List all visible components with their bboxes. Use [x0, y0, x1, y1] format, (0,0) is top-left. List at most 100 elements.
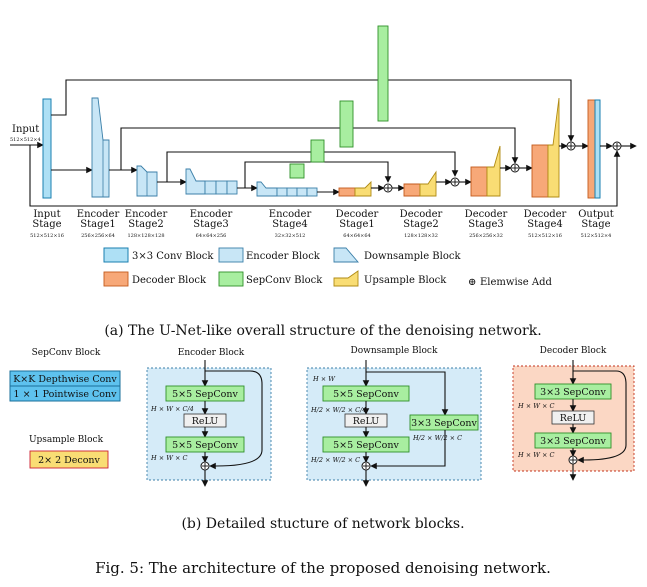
svg-text:H × W: H × W	[312, 375, 336, 383]
legend-downsample-swatch	[333, 247, 359, 263]
legend-decoder-label: Decoder Block	[132, 275, 207, 286]
svg-text:H/2 × W/2 × C: H/2 × W/2 × C	[412, 434, 462, 442]
legend-downsample-label: Downsample Block	[364, 251, 461, 262]
encoder-stage3-block	[185, 168, 206, 195]
legend-upsample-label: Upsample Block	[364, 275, 447, 286]
svg-text:Stage1: Stage1	[339, 219, 375, 230]
svg-text:Stage: Stage	[32, 219, 61, 230]
svg-text:32×32×512: 32×32×512	[275, 233, 306, 239]
encoder-stage1-block	[91, 97, 110, 198]
svg-text:Stage3: Stage3	[468, 219, 504, 230]
svg-text:256×256×32: 256×256×32	[469, 233, 503, 239]
svg-text:Encoder: Encoder	[190, 209, 233, 220]
decoder-stage3-block	[470, 166, 488, 197]
svg-text:64×64×64: 64×64×64	[343, 233, 370, 239]
input-dim: 512×512×4	[10, 137, 41, 143]
sepconv-skip-block-1	[377, 25, 389, 122]
svg-text:5×5 SepConv: 5×5 SepConv	[333, 389, 399, 400]
svg-text:Encoder: Encoder	[269, 209, 312, 220]
legend-add-icon: ⊕	[468, 277, 476, 288]
sepconv-skip-block-4	[289, 163, 305, 179]
sepconv-depthwise-label: K×K Depthwise Conv	[13, 374, 117, 385]
skip-connection-2	[120, 127, 519, 170]
upsample-block-1	[354, 180, 372, 197]
legend-add-label: Elemwise Add	[480, 277, 553, 288]
svg-text:Stage4: Stage4	[527, 219, 563, 230]
svg-text:H × W × C: H × W × C	[517, 402, 555, 410]
upsample-block-4	[547, 97, 560, 198]
svg-text:Decoder: Decoder	[336, 209, 379, 220]
upsample-deconv-label: 2× 2 Deconv	[38, 455, 100, 466]
upsample-detail-box	[29, 450, 109, 469]
svg-text:5×5 SepConv: 5×5 SepConv	[172, 389, 238, 400]
decoder-detail-title: Decoder Block	[540, 346, 607, 356]
svg-text:5×5 SepConv: 5×5 SepConv	[172, 440, 238, 451]
caption-b: (b) Detailed stucture of network blocks.	[181, 516, 464, 532]
svg-text:Stage1: Stage1	[80, 219, 116, 230]
svg-text:512×512×4: 512×512×4	[581, 233, 612, 239]
encoder-stage4-block	[256, 181, 278, 197]
input-label: Input	[12, 124, 39, 135]
svg-text:H × W × C/4: H × W × C/4	[150, 405, 194, 413]
sepconv-pointwise-label: 1 × 1 Pointwise Conv	[14, 389, 118, 400]
svg-text:64×64×256: 64×64×256	[196, 233, 227, 239]
svg-text:Decoder: Decoder	[400, 209, 443, 220]
svg-text:Encoder: Encoder	[77, 209, 120, 220]
upsample-block-2	[419, 170, 437, 197]
svg-text:128×128×128: 128×128×128	[127, 233, 164, 239]
svg-text:Stage: Stage	[581, 219, 610, 230]
decoder-stage2-block	[403, 183, 421, 197]
svg-text:3×3 SepConv: 3×3 SepConv	[540, 436, 606, 447]
svg-text:Encoder: Encoder	[125, 209, 168, 220]
svg-text:256×256×64: 256×256×64	[81, 233, 115, 239]
skip-connection-1	[51, 79, 575, 142]
upsample-block-3	[486, 145, 501, 197]
skip-connection-4	[244, 161, 392, 188]
svg-text:3×3 SepConv: 3×3 SepConv	[540, 387, 606, 398]
svg-text:Decoder: Decoder	[465, 209, 508, 220]
svg-text:H × W × C: H × W × C	[517, 451, 555, 459]
legend: 3×3 Conv Block Encoder Block Downsample …	[103, 247, 553, 288]
svg-text:Output: Output	[578, 209, 614, 220]
global-residual-connection	[29, 145, 621, 207]
svg-text:Stage2: Stage2	[403, 219, 439, 230]
sepconv-title: SepConv Block	[32, 348, 101, 358]
input-stage-conv-block	[42, 98, 52, 199]
svg-text:H/2 × W/2 × C: H/2 × W/2 × C	[310, 456, 360, 464]
svg-text:ReLU: ReLU	[192, 416, 219, 427]
svg-text:H/2 × W/2 × C/4: H/2 × W/2 × C/4	[310, 406, 366, 414]
downsample-detail-title: Downsample Block	[351, 346, 438, 356]
stage-labels: Input Stage 512×512×16 Encoder Stage1 25…	[30, 209, 614, 239]
caption-a: (a) The U-Net-like overall structure of …	[104, 323, 541, 339]
encoder-detail-title: Encoder Block	[178, 348, 245, 358]
output-stage-decoder-block	[587, 99, 596, 199]
svg-text:H × W × C: H × W × C	[150, 454, 188, 462]
output-stage-conv-block	[594, 99, 601, 199]
svg-text:ReLU: ReLU	[560, 413, 587, 424]
svg-text:128×128×32: 128×128×32	[404, 233, 438, 239]
sepconv-skip-block-2	[339, 100, 354, 148]
legend-sepconv-swatch	[218, 271, 244, 287]
svg-text:ReLU: ReLU	[353, 416, 380, 427]
legend-decoder-swatch	[103, 271, 129, 287]
legend-encoder-swatch	[218, 247, 244, 263]
svg-text:Stage4: Stage4	[272, 219, 308, 230]
svg-text:512×512×16: 512×512×16	[528, 233, 562, 239]
upsample-title: Upsample Block	[29, 435, 104, 445]
sepconv-skip-block-3	[310, 139, 325, 163]
figure-caption: Fig. 5: The architecture of the proposed…	[95, 559, 551, 577]
svg-text:3×3 SepConv: 3×3 SepConv	[411, 418, 477, 429]
svg-text:Input: Input	[33, 209, 60, 220]
svg-text:Decoder: Decoder	[524, 209, 567, 220]
svg-text:5×5 SepConv: 5×5 SepConv	[333, 440, 399, 451]
svg-text:Stage3: Stage3	[193, 219, 229, 230]
block-details: SepConv Block K×K Depthwise Conv 1 × 1 P…	[9, 346, 635, 532]
legend-conv-swatch	[103, 247, 129, 263]
svg-text:512×512×16: 512×512×16	[30, 233, 64, 239]
svg-text:Stage2: Stage2	[128, 219, 164, 230]
decoder-stage1-block	[338, 187, 356, 197]
legend-conv-label: 3×3 Conv Block	[132, 251, 214, 262]
downsample-sepconv-3	[409, 414, 479, 431]
